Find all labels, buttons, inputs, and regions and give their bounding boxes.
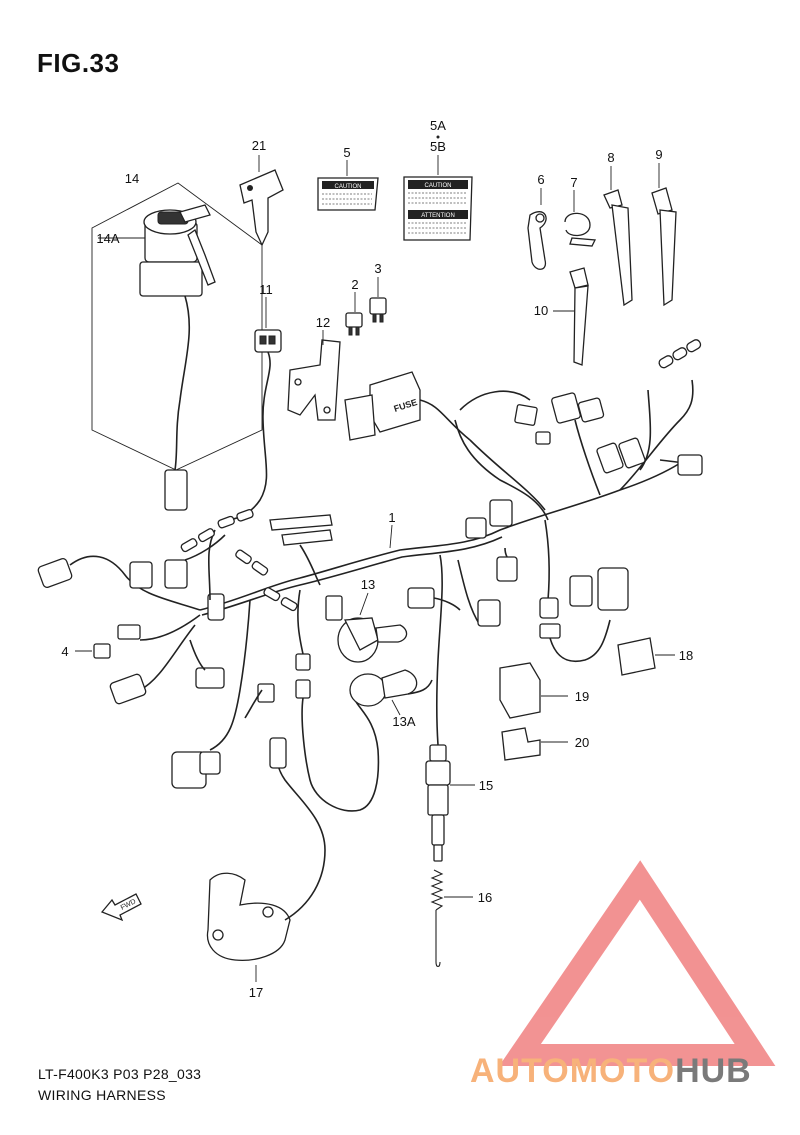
callout-6: 6 [537, 172, 544, 187]
forward-arrow-icon: FWD [100, 893, 142, 922]
bracket-12 [287, 330, 341, 421]
callout-7: 7 [570, 175, 577, 190]
callout-4: 4 [61, 644, 68, 659]
bracket-20 [501, 727, 568, 761]
callout-17: 17 [249, 985, 263, 1000]
ignition-switch-assembly [91, 182, 263, 511]
sensor-15 [425, 744, 475, 862]
relay-19 [499, 662, 568, 719]
fuse-3 [369, 277, 387, 323]
relay-18 [617, 637, 675, 676]
callout-1: 1 [388, 510, 395, 525]
callout-21: 21 [252, 138, 266, 153]
connector-11 [224, 297, 282, 521]
sensor-13 [337, 592, 408, 663]
watermark-text: AUTOMOTOHUB [470, 1052, 752, 1091]
main-wiring-harness [199, 379, 701, 616]
callout-14: 14 [125, 171, 139, 186]
callout-14a: 14A [96, 231, 119, 246]
watermark-part1: AUTOMOTO [470, 1052, 676, 1090]
fuse-2 [345, 292, 363, 336]
clamp-6 [527, 188, 547, 270]
caution-attention-label: CAUTION ATTENTION [403, 135, 473, 241]
right-upper-connectors [514, 339, 703, 476]
middle-right-connectors [407, 499, 629, 746]
svg-text:ATTENTION: ATTENTION [421, 213, 455, 219]
caution-label-small: CAUTION [317, 160, 379, 211]
key [239, 155, 284, 247]
figure-title: FIG.33 [37, 48, 120, 78]
strap-9 [651, 163, 677, 307]
left-side-connectors [37, 508, 254, 705]
callout-13: 13 [361, 577, 375, 592]
callout-12: 12 [316, 315, 330, 330]
caution-text: CAUTION [335, 184, 362, 190]
callout-13a: 13A [392, 714, 415, 729]
watermark-logo [499, 860, 776, 1066]
band-10 [553, 267, 589, 366]
center-connectors [171, 514, 380, 812]
callout-11: 11 [259, 282, 273, 297]
clamp-7 [564, 190, 597, 247]
callout-20: 20 [575, 735, 589, 750]
callout-5: 5 [343, 145, 350, 160]
drawing-caption: WIRING HARNESS [38, 1087, 166, 1103]
callout-18: 18 [679, 648, 693, 663]
drawing-code: LT-F400K3 P03 P28_033 [38, 1066, 202, 1082]
callout-10: 10 [534, 303, 548, 318]
callout-2: 2 [351, 277, 358, 292]
callout-16: 16 [478, 890, 492, 905]
callout-3: 3 [374, 261, 381, 276]
sensor-13a [349, 669, 433, 716]
callout-15: 15 [479, 778, 493, 793]
callout-5b: 5B [430, 139, 446, 154]
callout-labels: 21 5 5A 5B 6 7 8 9 10 14 14A 2 3 11 12 1… [61, 118, 693, 1000]
callout-5a: 5A [430, 118, 446, 133]
sensor-17 [206, 737, 326, 982]
callout-8: 8 [607, 150, 614, 165]
callout-19: 19 [575, 689, 589, 704]
fuse-box: FUSE [344, 371, 471, 441]
watermark-part2: HUB [675, 1052, 752, 1090]
spring-16 [430, 869, 473, 968]
callout-9: 9 [655, 147, 662, 162]
strap-8 [603, 166, 633, 307]
svg-text:CAUTION: CAUTION [425, 183, 452, 189]
